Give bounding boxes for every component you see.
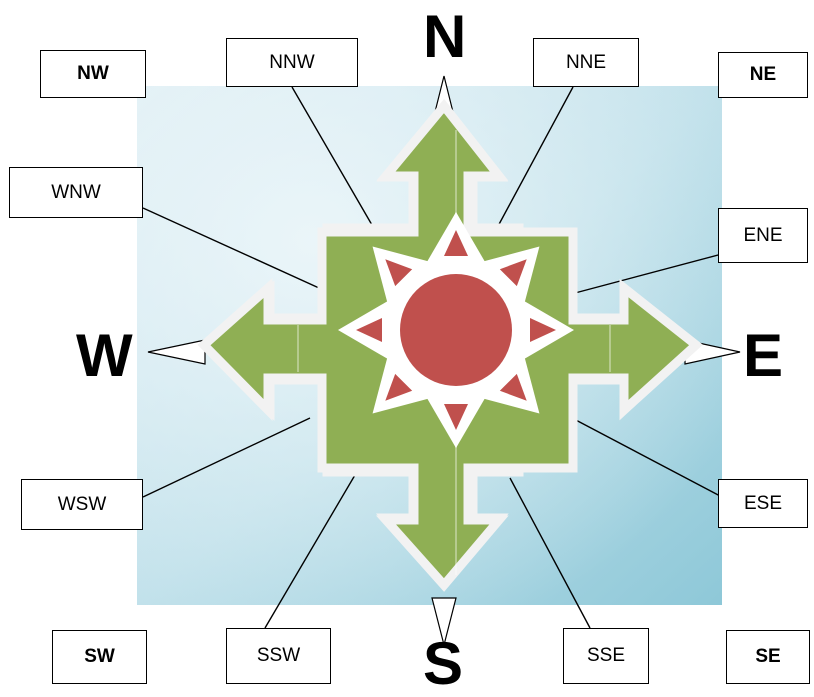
label-ese: ESE bbox=[718, 479, 808, 528]
label-nw: NW bbox=[40, 50, 146, 98]
label-sw: SW bbox=[52, 630, 147, 684]
label-east: E bbox=[743, 326, 783, 386]
label-north: N bbox=[423, 7, 466, 67]
label-wnw: WNW bbox=[9, 167, 143, 218]
label-se: SE bbox=[726, 630, 810, 684]
label-wsw: WSW bbox=[21, 479, 143, 530]
label-ne: NE bbox=[718, 52, 808, 98]
label-nnw: NNW bbox=[226, 38, 358, 87]
label-ssw: SSW bbox=[226, 628, 331, 684]
label-west: W bbox=[76, 326, 133, 386]
label-nne: NNE bbox=[533, 38, 639, 87]
label-sse: SSE bbox=[563, 628, 649, 684]
label-south: S bbox=[423, 634, 463, 694]
center-circle bbox=[400, 274, 512, 386]
label-ene: ENE bbox=[718, 208, 808, 263]
